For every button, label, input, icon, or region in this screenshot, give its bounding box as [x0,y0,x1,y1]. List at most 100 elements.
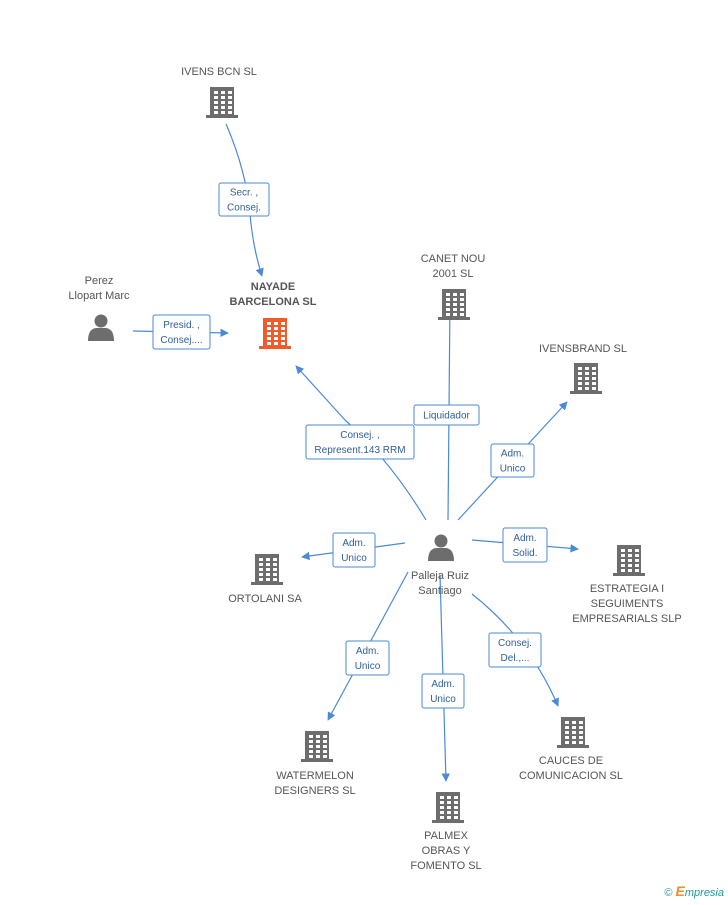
building-icon [301,731,333,762]
node-watermelon[interactable]: WATERMELON DESIGNERS SL [274,731,356,797]
relation-label-box [332,532,376,568]
relation-label-text: Secr. , Consej. [227,188,261,214]
relation-label[interactable]: Liquidador [413,404,480,426]
node-palmex[interactable]: PALMEX OBRAS Y FOMENTO SL [410,792,482,872]
node-label-line: Llopart Marc [68,290,130,302]
relation-label-line: Solid. [512,548,537,559]
relation-label[interactable]: Adm. Unico [345,640,390,676]
node-label-line: WATERMELON [276,770,354,782]
relation-label[interactable]: Adm. Unico [332,532,376,568]
relation-label-line: Adm. [342,538,365,549]
node-label: CAUCES DE COMUNICACION SL [519,755,623,782]
brand-footer[interactable]: © Empresia [664,883,724,899]
node-ortolani[interactable]: ORTOLANI SA [228,554,302,605]
relation-label-line: Presid. , [163,320,200,331]
relation-label[interactable]: Consej. Del.,... [488,632,542,668]
building-icon [432,792,464,823]
relation-label-line: Consej. [498,638,532,649]
node-label-line: BARCELONA SL [230,296,317,308]
brand-logo-initial: E [675,883,685,899]
building-icon-highlighted [259,318,291,349]
edge-labels-layer: Secr. , Consej. Presid. , Consej.... Consej.… [152,182,548,709]
node-label-line: CAUCES DE [539,755,603,767]
node-label: PALMEX OBRAS Y FOMENTO SL [410,830,481,872]
relation-label-box [305,424,415,460]
node-label: ESTRATEGIA I SEGUIMENTS EMPRESARIALS SLP [572,583,681,625]
relation-label-line: Unico [341,553,367,564]
relation-label-text: Adm. Unico [341,538,367,564]
relation-label-line: Secr. , [230,188,258,199]
relation-label[interactable]: Consej. , Represent.143 RRM [305,424,415,460]
node-canet[interactable]: CANET NOU 2001 SL [421,253,486,320]
node-label-line: IVENS BCN SL [181,66,257,78]
edge-palleja-nayade [295,365,427,521]
node-label-line: NAYADE [251,281,295,293]
copyright-icon: © [664,887,673,899]
node-label-line: FOMENTO SL [410,860,481,872]
relation-label-box [152,314,211,350]
node-label-line: CANET NOU [421,253,486,265]
relation-label[interactable]: Presid. , Consej.... [152,314,211,350]
relation-label-text: Adm.Unico [430,679,456,705]
person-icon [428,534,454,561]
node-label: IVENSBRAND SL [539,343,627,355]
node-label-line: IVENSBRAND SL [539,343,627,355]
relation-label-line: Represent.143 RRM [314,445,405,456]
relation-label-line: Unico [355,661,381,672]
relation-label-text: Presid. , Consej.... [160,320,202,346]
node-label-line: DESIGNERS SL [274,785,355,797]
node-label-line: PALMEX [424,830,468,842]
node-nayade[interactable]: NAYADE BARCELONA SL [230,281,317,349]
relation-label-line: Adm. [356,646,379,657]
node-label-line: ESTRATEGIA I [590,583,664,595]
node-label-line: Palleja Ruiz [411,570,469,582]
relation-label-line: Consej. [227,203,261,214]
node-label: NAYADE BARCELONA SL [230,281,317,308]
relation-label-box [421,673,465,709]
relation-label-text: Consej. , Represent.143 RRM [314,430,405,456]
relation-label-text: Consej. Del.,... [498,638,532,664]
node-ivensbrand[interactable]: IVENSBRAND SL [539,343,627,394]
relation-label-text: Adm. Solid. [512,533,537,559]
relation-label-box [502,527,548,563]
relation-label-line: Adm. [501,449,524,460]
relation-label[interactable]: Adm. Solid. [502,527,548,563]
relation-label[interactable]: Adm.Unico [490,443,535,478]
node-label-line: SEGUIMENTS [591,598,664,610]
node-label-line: ORTOLANI SA [228,593,302,605]
building-icon [557,717,589,748]
building-icon [206,87,238,118]
node-label: ORTOLANI SA [228,593,302,605]
node-label: CANET NOU 2001 SL [421,253,486,280]
relation-label-box [218,182,270,217]
relation-label-text: Liquidador [423,411,470,422]
relation-label-line: Consej.... [160,335,202,346]
relation-label[interactable]: Adm.Unico [421,673,465,709]
relation-label[interactable]: Secr. , Consej. [218,182,270,217]
relation-label-box [490,443,535,478]
node-estrategia[interactable]: ESTRATEGIA I SEGUIMENTS EMPRESARIALS SLP [572,545,682,625]
relation-label-line: Unico [430,694,456,705]
relation-label-line: Adm. [513,533,536,544]
person-icon [88,314,114,341]
brand-name: mpresia [684,887,724,899]
node-label-line: COMUNICACION SL [519,770,623,782]
node-cauces[interactable]: CAUCES DE COMUNICACION SL [519,717,623,782]
relation-label-line: Consej. , [340,430,379,441]
relation-label-line: Del.,... [501,653,530,664]
relation-label-line: Liquidador [423,411,470,422]
node-label-line: EMPRESARIALS SLP [572,613,681,625]
building-icon [613,545,645,576]
node-label-line: 2001 SL [433,268,474,280]
node-label-line: Santiago [418,585,461,597]
node-label: IVENS BCN SL [181,66,257,78]
node-ivens[interactable]: IVENS BCN SL [181,66,257,118]
relation-label-text: Adm. Unico [355,646,381,672]
node-label-line: OBRAS Y [422,845,471,857]
